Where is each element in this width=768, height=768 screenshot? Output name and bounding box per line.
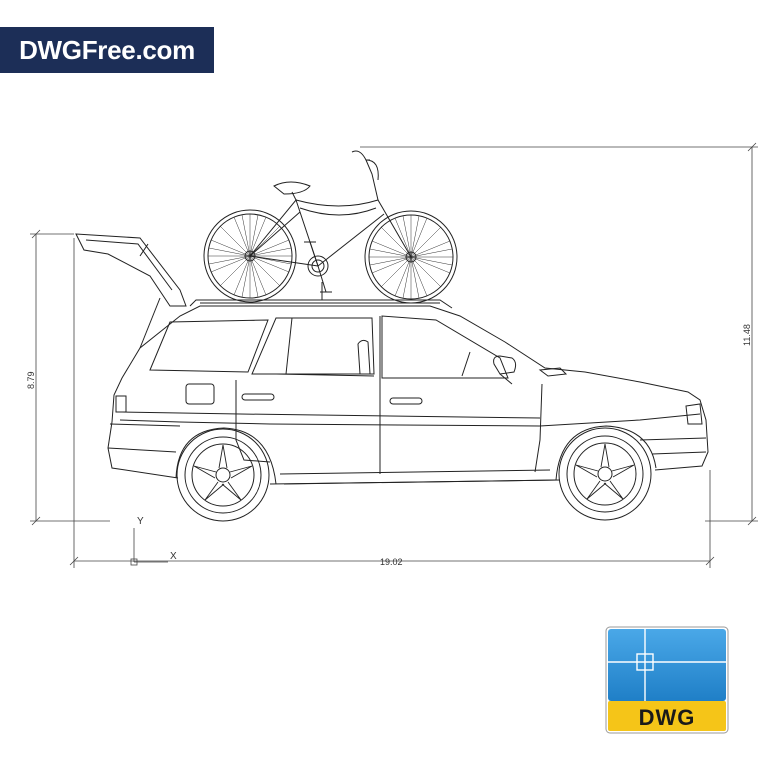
brand-logo: DWGFree.com [0, 27, 214, 73]
front-wheel [558, 427, 652, 521]
dwg-label: DWG [639, 705, 696, 730]
car-height-dimension: 8.79 [26, 371, 36, 389]
dimension-lines [30, 142, 758, 568]
overall-width-dimension: 19.02 [380, 557, 403, 567]
overall-height-dimension: 11.48 [742, 324, 752, 346]
bicycle-drawing [203, 150, 458, 304]
car-drawing [75, 233, 709, 485]
rear-wheel [176, 428, 270, 522]
ucs-y-label: Y [137, 516, 144, 527]
brand-text: DWGFree.com [19, 34, 195, 65]
dwg-file-icon: DWG [605, 626, 729, 734]
ucs-x-label: X [170, 551, 177, 562]
ucs-icon [130, 528, 168, 566]
